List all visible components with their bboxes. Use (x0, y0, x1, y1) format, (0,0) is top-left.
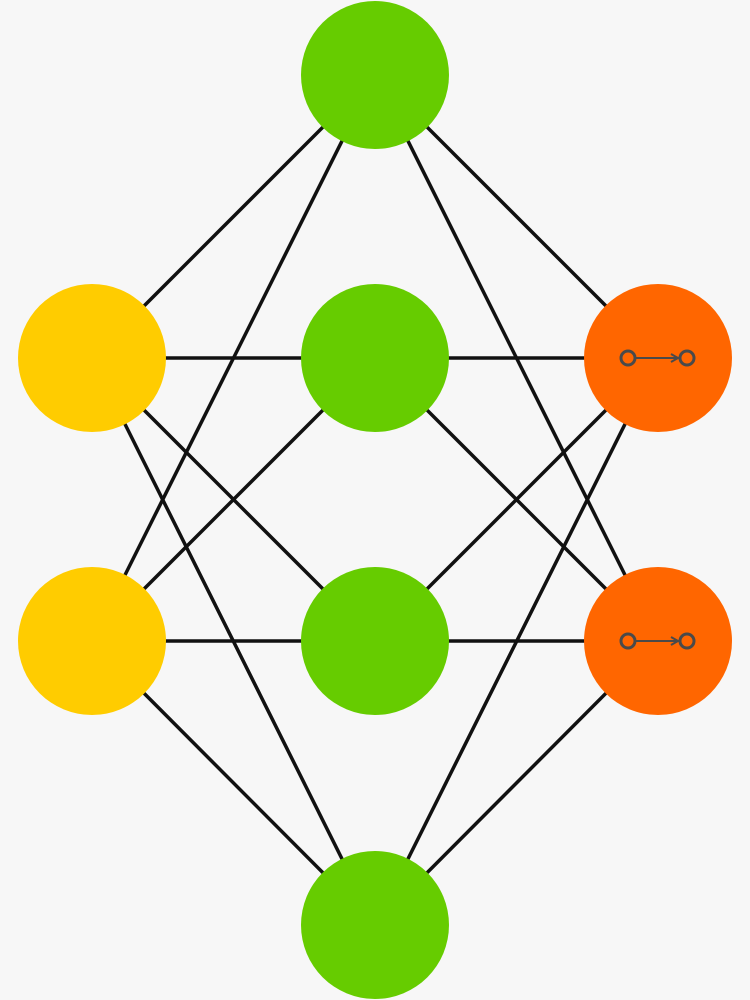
hidden-node-1 (301, 1, 449, 149)
node-arrow-node-icon (619, 349, 696, 367)
hidden-node-2 (301, 284, 449, 432)
edge-hidden-4-to-output-1 (373, 357, 660, 926)
hidden-node-3 (301, 567, 449, 715)
input-node-2 (18, 567, 166, 715)
nodes (18, 1, 732, 999)
hidden-node-circle (301, 851, 449, 999)
edge-input-2-to-hidden-1 (90, 74, 377, 642)
input-node-circle (18, 567, 166, 715)
hidden-node-circle (301, 284, 449, 432)
output-node-2 (584, 567, 732, 715)
hidden-node-4 (301, 851, 449, 999)
hidden-node-circle (301, 567, 449, 715)
input-node-1 (18, 284, 166, 432)
node-arrow-node-icon (619, 632, 696, 650)
hidden-node-circle (301, 1, 449, 149)
output-node-1 (584, 284, 732, 432)
input-node-circle (18, 284, 166, 432)
